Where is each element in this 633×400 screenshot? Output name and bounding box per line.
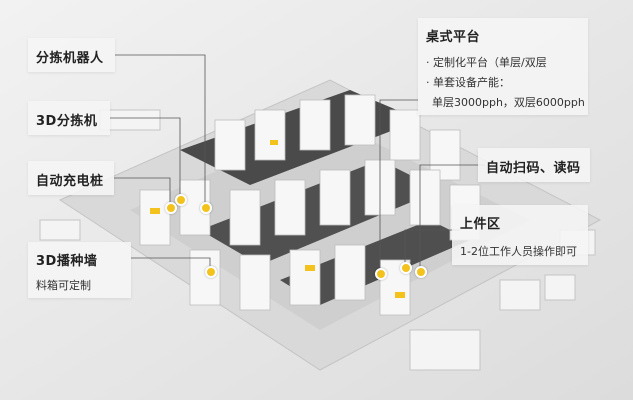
seeding-wall-desc: 料箱可定制 bbox=[36, 277, 91, 293]
auto-charging-title: 自动充电桩 bbox=[36, 170, 104, 189]
label-desktop-platform: 桌式平台 · 定制化平台（单层/双层 · 单套设备产能： 单层3000pph，双… bbox=[418, 18, 588, 115]
marker-auto-scan bbox=[415, 266, 427, 278]
desktop-platform-title: 桌式平台 bbox=[426, 26, 480, 45]
seeding-wall-title: 3D播种墙 bbox=[36, 250, 97, 269]
desktop-platform-item-1: · 定制化平台（单层/双层 bbox=[426, 54, 547, 70]
label-auto-charging: 自动充电桩 bbox=[28, 161, 114, 195]
marker-3d-sorter bbox=[175, 194, 187, 206]
3d-sorter-title: 3D分拣机 bbox=[36, 110, 97, 129]
marker-loading-area bbox=[400, 262, 412, 274]
marker-sorting-robot bbox=[200, 202, 212, 214]
sorting-robot-title: 分拣机器人 bbox=[36, 47, 104, 66]
label-loading-area: 上件区 1-2位工作人员操作即可 bbox=[452, 205, 588, 265]
label-seeding-wall: 3D播种墙 料箱可定制 bbox=[28, 242, 131, 298]
loading-area-title: 上件区 bbox=[460, 213, 501, 232]
auto-scan-title: 自动扫码、读码 bbox=[486, 157, 581, 176]
desktop-platform-item-2: · 单套设备产能： bbox=[426, 74, 510, 90]
label-3d-sorter: 3D分拣机 bbox=[28, 101, 110, 135]
loading-area-desc: 1-2位工作人员操作即可 bbox=[460, 243, 577, 259]
marker-auto-charging bbox=[165, 202, 177, 214]
marker-seeding-wall bbox=[205, 266, 217, 278]
label-auto-scan: 自动扫码、读码 bbox=[478, 148, 590, 182]
marker-desktop-platform bbox=[375, 268, 387, 280]
label-sorting-robot: 分拣机器人 bbox=[28, 38, 115, 72]
desktop-platform-item-3: 单层3000pph，双层6000pph bbox=[432, 94, 585, 110]
